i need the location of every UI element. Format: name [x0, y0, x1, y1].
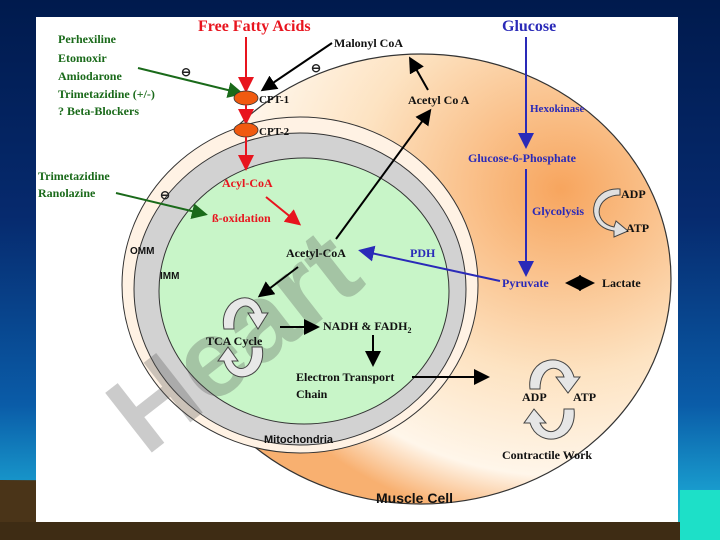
label-etc-line2: Chain: [296, 387, 328, 401]
diagram-panel: Heart Free Fatty Acids Glucose Perhexili…: [36, 17, 678, 522]
label-malonyl-coa: Malonyl CoA: [334, 36, 403, 50]
label-acetyl-coa: Acetyl-CoA: [286, 246, 346, 260]
label-cpt1: CPT-1: [259, 94, 289, 106]
adp-atp-cycle-arrows: [523, 359, 581, 440]
cpt1-inhibitor: Trimetazidine (+/-): [58, 87, 155, 101]
beta-oxidation-inhibitor: Trimetazidine: [38, 169, 110, 183]
label-pyruvate: Pyruvate: [502, 276, 549, 290]
beta-oxidation-inhibitor-list: Trimetazidine Ranolazine: [38, 169, 110, 200]
title-free-fatty-acids: Free Fatty Acids: [198, 18, 311, 35]
label-omm: OMM: [130, 246, 154, 257]
label-acyl-coa: Acyl-CoA: [222, 176, 273, 190]
label-atp: ATP: [573, 390, 596, 404]
nadh-fadh-subscript: 2: [407, 326, 411, 335]
cpt1-inhibitor: Amiodarone: [58, 69, 122, 83]
tca-cycle-arrows: [217, 297, 269, 378]
title-glucose: Glucose: [502, 18, 556, 35]
cpt1-inhibitor: ? Beta-Blockers: [58, 104, 139, 118]
cpt1-inhibitor: Perhexiline: [58, 32, 117, 46]
label-acetyl-co-a-cytosol: Acetyl Co A: [408, 93, 470, 107]
label-pdh: PDH: [410, 246, 436, 260]
label-adp: ADP: [522, 390, 547, 404]
label-muscle-cell: Muscle Cell: [376, 490, 453, 506]
label-mitochondria: Mitochondria: [264, 434, 334, 446]
label-etc-line1: Electron Transport: [296, 370, 394, 384]
background-accent: [680, 490, 720, 540]
metabolism-diagram: Heart Free Fatty Acids Glucose Perhexili…: [38, 18, 672, 506]
inhibit-symbol: ⊖: [311, 61, 321, 75]
arrow-acetyl-coa-out: [335, 108, 432, 240]
label-nadh-fadh: NADH & FADH2: [323, 319, 411, 335]
arrow-malonyl-inhibit-cpt1: [260, 42, 333, 92]
glycolysis-adp-atp-arrow: [593, 188, 629, 238]
background-ground: [0, 522, 720, 540]
arrow-acetyl-to-tca: [257, 266, 299, 298]
arrow-drugs-to-cpt1: [137, 67, 244, 98]
cpt1-inhibitor-list: Perhexiline Etomoxir Amiodarone Trimetaz…: [58, 32, 155, 118]
label-glycolysis-atp: ATP: [626, 221, 649, 235]
arrow-drugs-to-beta-oxidation: [115, 192, 208, 219]
label-beta-oxidation: ß-oxidation: [212, 211, 271, 225]
label-lactate: Lactate: [602, 276, 641, 290]
nadh-fadh-text: NADH & FADH: [323, 319, 408, 333]
label-contractile-work: Contractile Work: [502, 448, 592, 462]
cpt1-inhibitor: Etomoxir: [58, 51, 107, 65]
label-tca-cycle: TCA Cycle: [206, 334, 263, 348]
inhibit-symbol: ⊖: [181, 65, 191, 79]
arrow-pyruvate-to-acetyl-coa: [358, 245, 501, 282]
cpt2-transporter: [233, 122, 259, 138]
beta-oxidation-inhibitor: Ranolazine: [38, 186, 96, 200]
label-hexokinase: Hexokinase: [530, 103, 585, 115]
arrow-acetyl-to-malonyl: [409, 56, 429, 91]
label-glycolysis: Glycolysis: [532, 204, 584, 218]
arrow-acyl-to-acetyl: [265, 196, 302, 226]
inhibit-symbol: ⊖: [160, 188, 170, 202]
label-imm: IMM: [160, 271, 179, 282]
label-cpt2: CPT-2: [259, 126, 290, 138]
label-g6p: Glucose-6-Phosphate: [468, 151, 577, 165]
cpt1-transporter: [233, 90, 259, 106]
label-glycolysis-adp: ADP: [621, 187, 646, 201]
